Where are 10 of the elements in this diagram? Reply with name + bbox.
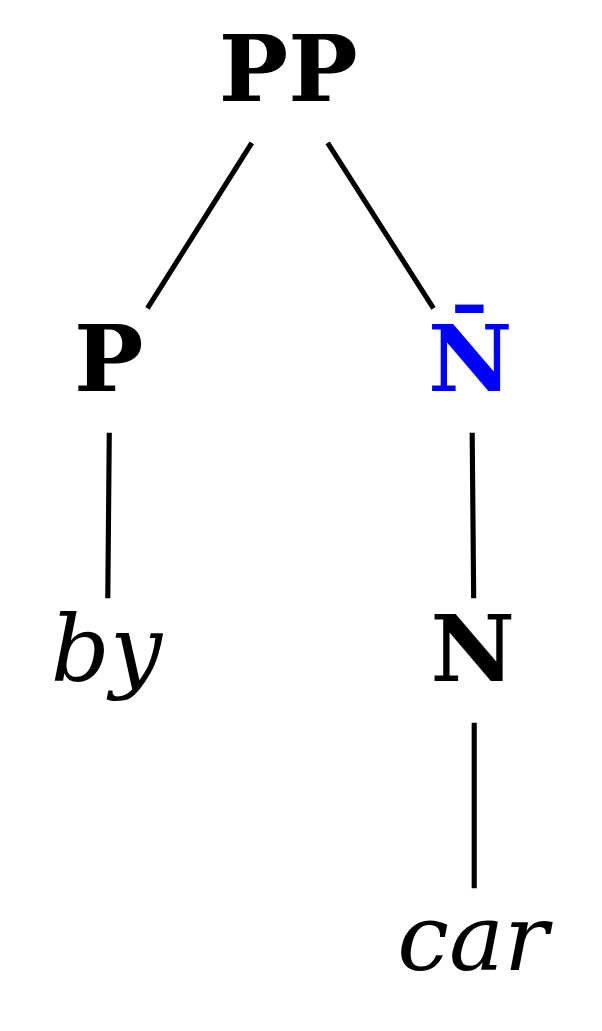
node-text: P (73, 303, 144, 413)
node-text: PP (218, 13, 358, 123)
node-text: by (50, 594, 163, 703)
connector (325, 141, 436, 310)
connector (469, 432, 477, 599)
connector (145, 141, 254, 310)
node-text: N (430, 593, 516, 703)
connector (105, 432, 112, 599)
node-text: N̄ (428, 303, 513, 413)
connector (471, 722, 477, 889)
